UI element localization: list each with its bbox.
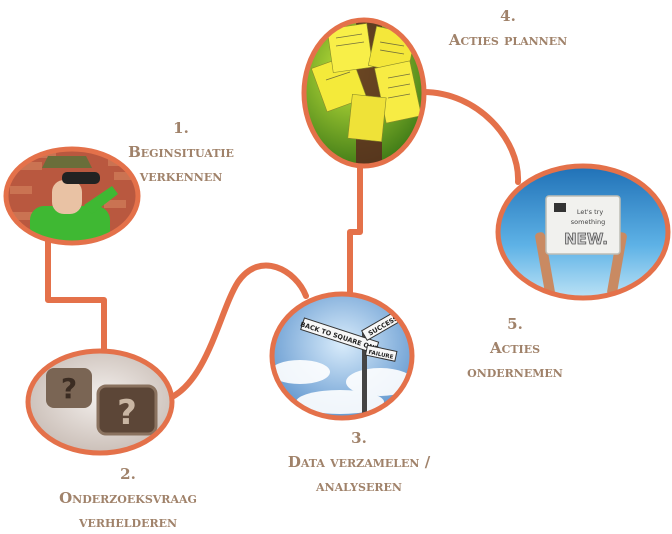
step-2-number: 2. [28,462,228,486]
step-5-subtitle: ondernemen [440,360,590,384]
step-2-label: 2. Onderzoeksvraag verhelderen [28,462,228,534]
step-3-title: Data verzamelen / [288,453,430,471]
step-1-title: Beginsituatie [128,143,234,161]
step-4-number: 4. [408,4,608,28]
step-5-label: 5. Acties ondernemen [440,312,590,384]
step-4-title: Acties plannen [449,31,567,49]
step-1-subtitle: verkennen [96,164,266,188]
step-2-photo: ? ? [20,346,185,461]
step-5-photo: Let's try something NEW. [496,164,670,300]
step-3-subtitle: analyseren [264,474,454,498]
svg-text:?: ? [61,372,77,405]
step-2-title: Onderzoeksvraag [59,489,197,507]
step-3-photo: BACK TO SQUARE ONE SUCCESS FAILURE [270,292,415,422]
sign-text-line2: something [571,218,605,226]
step-1-number: 1. [96,116,266,140]
svg-text:?: ? [117,393,137,433]
step-2-subtitle: verhelderen [28,510,228,534]
step-1-label: 1. Beginsituatie verkennen [96,116,266,188]
step-4-label: 4. Acties plannen [408,4,608,52]
sign-text-line3: NEW. [564,230,608,248]
sign-text-line1: Let's try [577,208,604,216]
step-5-title: Acties [490,339,540,357]
step-3-label: 3. Data verzamelen / analyseren [264,426,454,498]
step-5-number: 5. [440,312,590,336]
step-3-number: 3. [264,426,454,450]
